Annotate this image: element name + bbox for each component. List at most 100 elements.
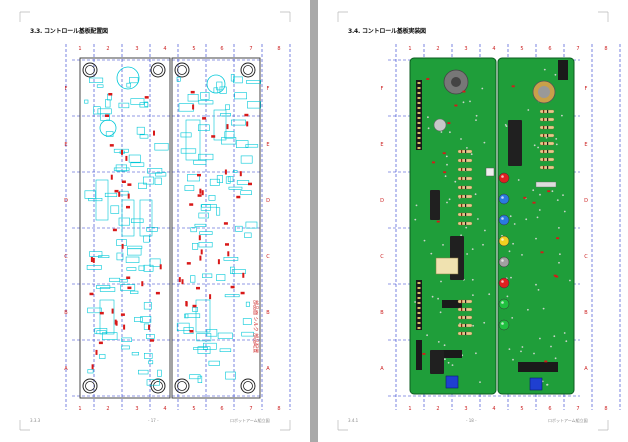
header-pin	[417, 107, 421, 109]
silk-footprint	[143, 302, 152, 310]
pad	[558, 261, 560, 264]
corner-mark	[19, 11, 30, 22]
blue-connector	[529, 377, 543, 391]
resistor-band	[465, 150, 467, 153]
pad	[565, 340, 568, 343]
header-pin	[417, 287, 421, 289]
page-divider	[310, 0, 318, 442]
pcb-board	[409, 57, 497, 395]
silk-footprint	[225, 104, 230, 110]
pad	[533, 352, 535, 355]
red-smd-part	[95, 349, 98, 355]
silk-footprint	[118, 217, 130, 226]
silk-footprint	[128, 154, 141, 163]
silk-footprint	[127, 248, 142, 256]
silk-footprint	[84, 190, 96, 199]
pad	[482, 243, 484, 246]
grid-row-label: B	[266, 310, 270, 316]
header-pin	[417, 302, 421, 304]
pad	[535, 283, 537, 286]
board-outlines	[79, 57, 261, 399]
mounting-hole-inner	[243, 381, 253, 391]
mounting-hole	[240, 378, 256, 394]
led-highlight	[501, 280, 504, 283]
grid-column-label: 4	[163, 46, 166, 52]
led	[498, 298, 510, 310]
silk-footprint	[230, 266, 235, 274]
header-pin	[417, 327, 421, 329]
ic-silk	[213, 109, 227, 141]
resistor-band	[543, 150, 545, 153]
pad	[562, 194, 564, 197]
silk-footprint	[138, 182, 147, 189]
pad	[477, 218, 479, 220]
pad	[569, 279, 571, 282]
led-highlight	[501, 217, 504, 220]
grid-column-label: 7	[576, 406, 579, 412]
grid-row-label: D	[584, 198, 588, 204]
pad	[447, 361, 450, 364]
pad	[469, 100, 471, 103]
pad	[512, 242, 514, 245]
corner-mark	[280, 420, 291, 431]
pad	[440, 280, 442, 283]
silk-footprint	[246, 80, 262, 84]
silk-footprint	[213, 87, 219, 94]
mounting-hole	[82, 62, 98, 78]
pad	[538, 209, 541, 211]
red-smd-part	[223, 222, 228, 225]
resistor-band	[465, 177, 467, 180]
silk-footprint	[176, 76, 181, 82]
silk-footprint	[99, 287, 116, 292]
page-corner-marks	[19, 11, 291, 431]
capacitor-silk	[99, 119, 117, 137]
resistor-band	[461, 186, 463, 189]
grid-column-label: 8	[277, 46, 280, 52]
grid-column-label: 5	[520, 46, 523, 52]
red-smd-part	[127, 286, 132, 290]
pad	[553, 335, 556, 338]
silk-footprint	[244, 232, 252, 238]
grid-row-label: A	[64, 366, 68, 372]
resistor-band	[461, 195, 463, 198]
silk-footprint	[178, 103, 194, 112]
grid-row-label: F	[65, 86, 68, 92]
silk-footprint	[235, 225, 243, 232]
pad	[444, 175, 447, 178]
pcb-pads	[414, 68, 571, 386]
pad	[427, 116, 429, 119]
silk-footprint	[143, 235, 150, 243]
ic-silk	[185, 119, 201, 161]
red-smd-part	[126, 205, 130, 209]
ic-silk	[195, 299, 211, 333]
silk-footprint	[206, 329, 218, 337]
red-smd-part	[123, 324, 126, 330]
red-smd-part	[114, 319, 117, 325]
corner-mark	[19, 420, 30, 431]
silk-footprint	[119, 278, 128, 283]
pad	[535, 237, 537, 240]
grid-column-label: 3	[464, 46, 467, 52]
header-pin	[417, 322, 421, 324]
grid-row-label: A	[380, 366, 384, 372]
grid-column-label: 1	[408, 46, 411, 52]
red-smd-part	[109, 144, 114, 147]
header-block	[416, 80, 422, 150]
red-smd-part	[127, 193, 130, 199]
header-pin	[417, 312, 421, 314]
pad	[521, 346, 524, 348]
header-pin	[417, 112, 421, 114]
header-pin	[417, 137, 421, 139]
red-smd-part	[192, 104, 195, 110]
red-smd-part	[236, 195, 241, 199]
pad	[460, 138, 462, 140]
pad	[426, 334, 428, 337]
pad	[451, 364, 454, 366]
red-smd-part	[89, 292, 94, 296]
buzzer-center	[451, 77, 461, 87]
led-highlight	[501, 175, 504, 178]
red-smd-part	[200, 249, 203, 255]
red-smd-part	[112, 228, 117, 232]
red-smd-part	[248, 182, 252, 186]
silk-footprint	[240, 155, 253, 164]
